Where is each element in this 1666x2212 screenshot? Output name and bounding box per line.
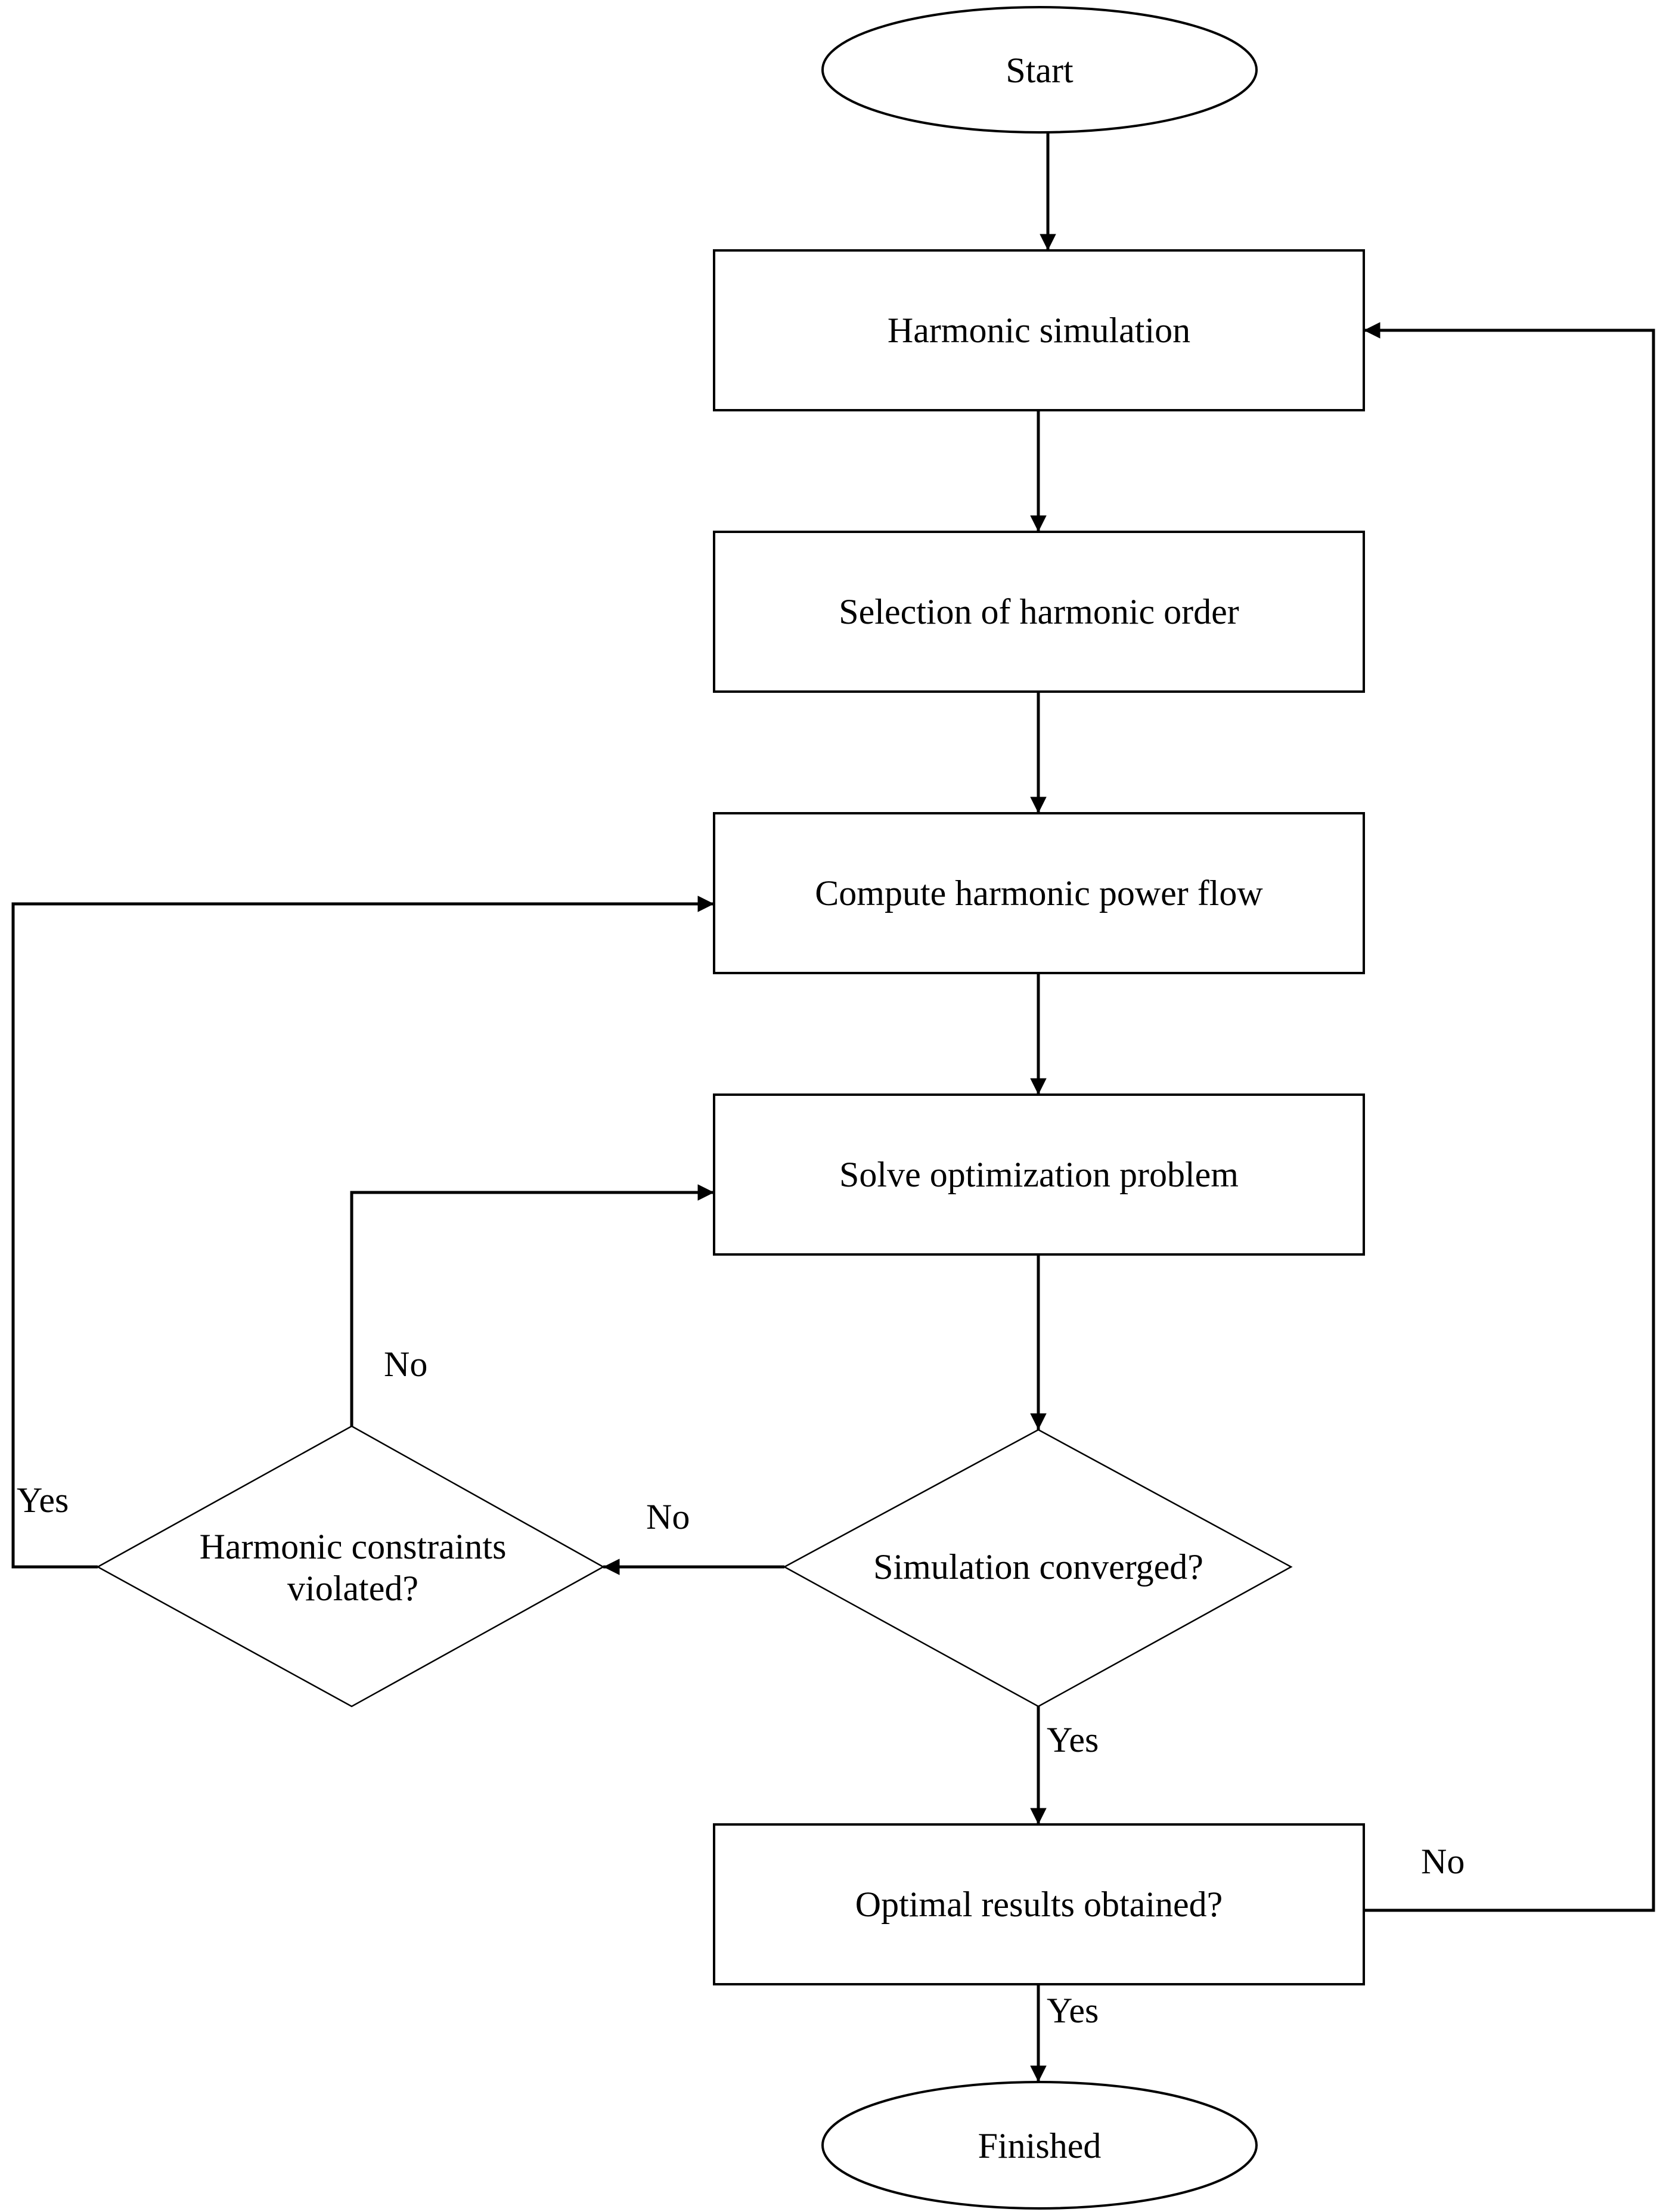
optimal-no-label: No bbox=[1421, 1842, 1465, 1881]
solve-box bbox=[713, 1093, 1365, 1256]
constraints-label-line1: Harmonic constraints bbox=[200, 1527, 507, 1566]
converged-no-label: No bbox=[646, 1497, 690, 1536]
edge-constraints-yes-to-compute bbox=[11, 896, 714, 1569]
compute-label: Compute harmonic power flow bbox=[815, 873, 1263, 913]
edge-labels: No Yes No Yes No Yes bbox=[17, 1344, 1465, 2030]
compute-box bbox=[713, 812, 1365, 974]
selection-box bbox=[713, 531, 1365, 693]
compute-node: Compute harmonic power flow bbox=[713, 812, 1365, 974]
constraints-yes-label: Yes bbox=[17, 1480, 69, 1520]
converged-node: Simulation converged? bbox=[783, 1429, 1293, 1708]
converged-yes-label: Yes bbox=[1047, 1720, 1099, 1759]
optimal-box bbox=[713, 1823, 1365, 1985]
optimal-node: Optimal results obtained? bbox=[713, 1823, 1365, 1985]
constraints-node: Harmonic constraints violated? bbox=[96, 1425, 605, 1708]
edges bbox=[11, 132, 1655, 2082]
constraints-diamond bbox=[96, 1425, 605, 1708]
harmonic-simulation-node: Harmonic simulation bbox=[713, 249, 1365, 411]
start-node: Start bbox=[821, 6, 1258, 134]
constraints-no-label: No bbox=[384, 1344, 427, 1384]
constraints-label-line2: violated? bbox=[287, 1569, 418, 1608]
converged-label: Simulation converged? bbox=[873, 1547, 1203, 1587]
optimal-yes-label: Yes bbox=[1047, 1991, 1099, 2030]
finished-label: Finished bbox=[978, 2126, 1102, 2165]
edge-optimal-no-to-harmonic-simulation bbox=[1364, 322, 1655, 1912]
start-ellipse bbox=[821, 6, 1258, 134]
selection-label: Selection of harmonic order bbox=[839, 592, 1239, 631]
solve-node: Solve optimization problem bbox=[713, 1093, 1365, 1256]
optimal-label: Optimal results obtained? bbox=[855, 1885, 1223, 1924]
harmonic-simulation-label: Harmonic simulation bbox=[888, 311, 1190, 350]
start-label: Start bbox=[1006, 51, 1074, 90]
harmonic-simulation-box bbox=[713, 249, 1365, 411]
edge-constraints-no-to-solve bbox=[350, 1184, 714, 1426]
selection-node: Selection of harmonic order bbox=[713, 531, 1365, 693]
converged-diamond bbox=[783, 1429, 1293, 1708]
solve-label: Solve optimization problem bbox=[839, 1155, 1239, 1194]
finished-node: Finished bbox=[821, 2081, 1258, 2210]
finished-ellipse bbox=[821, 2081, 1258, 2210]
